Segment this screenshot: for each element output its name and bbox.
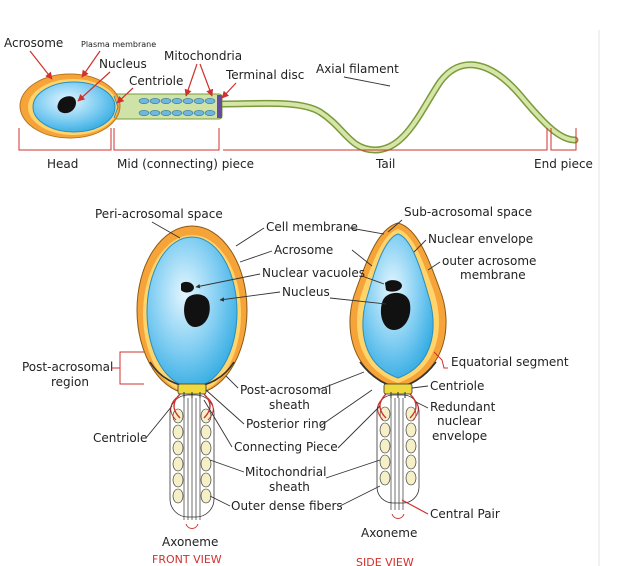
pointer-acrosome: [29, 50, 53, 80]
pointer-centriole: [116, 87, 134, 104]
lead-connecting-piece-side: [337, 405, 381, 449]
pointer-terminal-disc: [221, 82, 237, 99]
label-post-acrosomal-sheath-1: Post-acrosomal: [240, 383, 331, 397]
lead-posterior-ring-side: [319, 389, 373, 427]
label-post-acrosomal-region-2: region: [51, 375, 89, 389]
lead-cell-membrane-side: [349, 227, 385, 235]
lead-cell-membrane: [235, 227, 265, 247]
lead-nucleus-side: [329, 297, 387, 305]
bracket-equatorial-segment: [433, 351, 448, 369]
lead-acrosome-side: [351, 249, 373, 267]
label-axial-filament: Axial filament: [316, 62, 399, 76]
lead-peri-acrosomal: [151, 221, 181, 239]
side-view-labels: Sub-acrosomal space Nuclear envelope out…: [317, 205, 569, 566]
pointer-mitochondria-1: [184, 63, 198, 97]
pointer-nucleus: [77, 71, 111, 102]
label-mitochondrial-sheath-2: sheath: [269, 480, 310, 494]
label-connecting-piece: Connecting Piece: [234, 440, 338, 454]
lead-outer-acrosome: [427, 261, 441, 271]
lead-vacuoles-side: [361, 275, 385, 285]
top-labels: Acrosome Plasma membrane Nucleus Centrio…: [4, 36, 399, 104]
lead-connecting-piece: [203, 399, 233, 448]
segment-braces: Head Mid (connecting) piece Tail End pie…: [18, 128, 593, 171]
side-nuclear-vacuole-small: [385, 280, 402, 292]
label-post-acrosomal-region-1: Post-acrosomal: [22, 360, 113, 374]
pointer-mitochondria-2: [199, 63, 214, 97]
head-nucleus-vacuole: [57, 96, 77, 114]
label-centriole-front: Centriole: [93, 431, 147, 445]
label-sub-acrosomal-space: Sub-acrosomal space: [404, 205, 532, 219]
segment-end-piece: End piece: [534, 157, 593, 171]
label-nuclear-vacuoles: Nuclear vacuoles: [262, 266, 365, 280]
label-nucleus-top: Nucleus: [99, 57, 147, 71]
lead-centriole-side: [411, 385, 429, 389]
lead-central-pair: [401, 499, 429, 515]
front-view-illustration: [136, 225, 248, 529]
lead-centriole-front: [145, 405, 173, 439]
label-terminal-disc: Terminal disc: [225, 68, 304, 82]
label-peri-acrosomal-space: Peri-acrosomal space: [95, 207, 223, 221]
lead-mitochondrial-side: [325, 459, 381, 479]
label-axoneme-side: Axoneme: [361, 526, 417, 540]
label-acrosome-front: Acrosome: [274, 243, 333, 257]
mitochondria-beads: [138, 98, 216, 116]
label-mitochondrial-sheath-1: Mitochondrial: [245, 465, 326, 479]
label-outer-dense-fibers: Outer dense fibers: [231, 499, 343, 513]
lead-nucleus-front: [219, 291, 281, 302]
lead-outer-dense-fibers: [209, 495, 231, 507]
label-centriole-top: Centriole: [129, 74, 183, 88]
side-nuclear-vacuole-large: [380, 292, 411, 330]
caption-side-view: SIDE VIEW: [356, 556, 414, 566]
lead-sub-acrosomal: [387, 219, 403, 233]
label-central-pair: Central Pair: [430, 507, 500, 521]
label-axoneme-front: Axoneme: [162, 535, 218, 549]
label-nucleus-front: Nucleus: [282, 285, 330, 299]
label-acrosome-top: Acrosome: [4, 36, 63, 50]
label-plasma-membrane: Plasma membrane: [81, 40, 156, 49]
lead-outer-dense-side: [339, 485, 381, 507]
label-redundant-1: Redundant: [430, 400, 496, 414]
segment-tail: Tail: [375, 157, 395, 171]
lead-posterior-ring: [205, 389, 245, 425]
front-nuclear-vacuole-large: [184, 294, 210, 328]
segment-head: Head: [47, 157, 78, 171]
whole-sperm-illustration: [19, 61, 579, 154]
label-cell-membrane: Cell membrane: [266, 220, 358, 234]
lead-redundant-envelope: [415, 401, 429, 409]
label-centriole-side: Centriole: [430, 379, 484, 393]
lead-post-acrosomal-sheath-side: [317, 371, 365, 391]
label-redundant-3: envelope: [432, 429, 487, 443]
label-nuclear-envelope: Nuclear envelope: [428, 232, 533, 246]
pointer-axial-filament: [343, 76, 391, 87]
label-outer-acrosome-membrane-1: outer acrosome: [442, 254, 536, 268]
caption-front-view: FRONT VIEW: [152, 553, 222, 566]
segment-mid-piece: Mid (connecting) piece: [117, 157, 254, 171]
side-view-illustration: [349, 222, 447, 519]
label-equatorial-segment: Equatorial segment: [451, 355, 569, 369]
label-posterior-ring: Posterior ring: [246, 417, 326, 431]
front-flagellum: [169, 393, 215, 520]
lead-acrosome-front: [239, 250, 273, 263]
pointer-plasma-membrane: [81, 50, 101, 78]
label-outer-acrosome-membrane-2: membrane: [460, 268, 526, 282]
bracket-post-acrosomal-region: [112, 351, 144, 385]
front-view-labels: Peri-acrosomal space Cell membrane Acros…: [22, 207, 365, 566]
label-post-acrosomal-sheath-2: sheath: [269, 398, 310, 412]
lead-mitochondrial-sheath: [209, 459, 245, 473]
terminal-disc-shape: [217, 95, 222, 118]
lead-nuclear-envelope: [413, 239, 427, 253]
label-redundant-2: nuclear: [437, 414, 482, 428]
side-flagellum: [376, 393, 420, 510]
lead-post-acrosomal-sheath: [225, 375, 239, 389]
front-nuclear-vacuole-small: [181, 281, 194, 293]
lead-nuclear-vacuoles: [195, 273, 261, 289]
label-mitochondria: Mitochondria: [164, 49, 242, 63]
